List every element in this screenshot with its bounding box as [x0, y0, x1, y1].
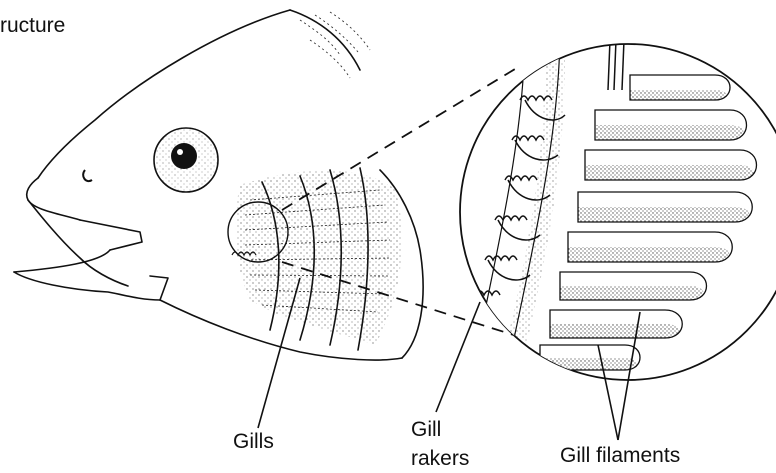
title-fragment: ructure: [0, 14, 65, 38]
label-gill-filaments: Gill filaments: [560, 444, 680, 468]
label-gill-rakers-line1: Gill: [411, 415, 469, 444]
gill-area: [236, 171, 402, 345]
label-gill-rakers-line2: rakers: [411, 444, 469, 473]
fish-eye: [154, 128, 218, 192]
label-gill-rakers: Gill rakers: [411, 415, 469, 473]
magnified-view: [460, 30, 776, 380]
nostril: [83, 170, 92, 181]
label-gills: Gills: [233, 430, 274, 454]
